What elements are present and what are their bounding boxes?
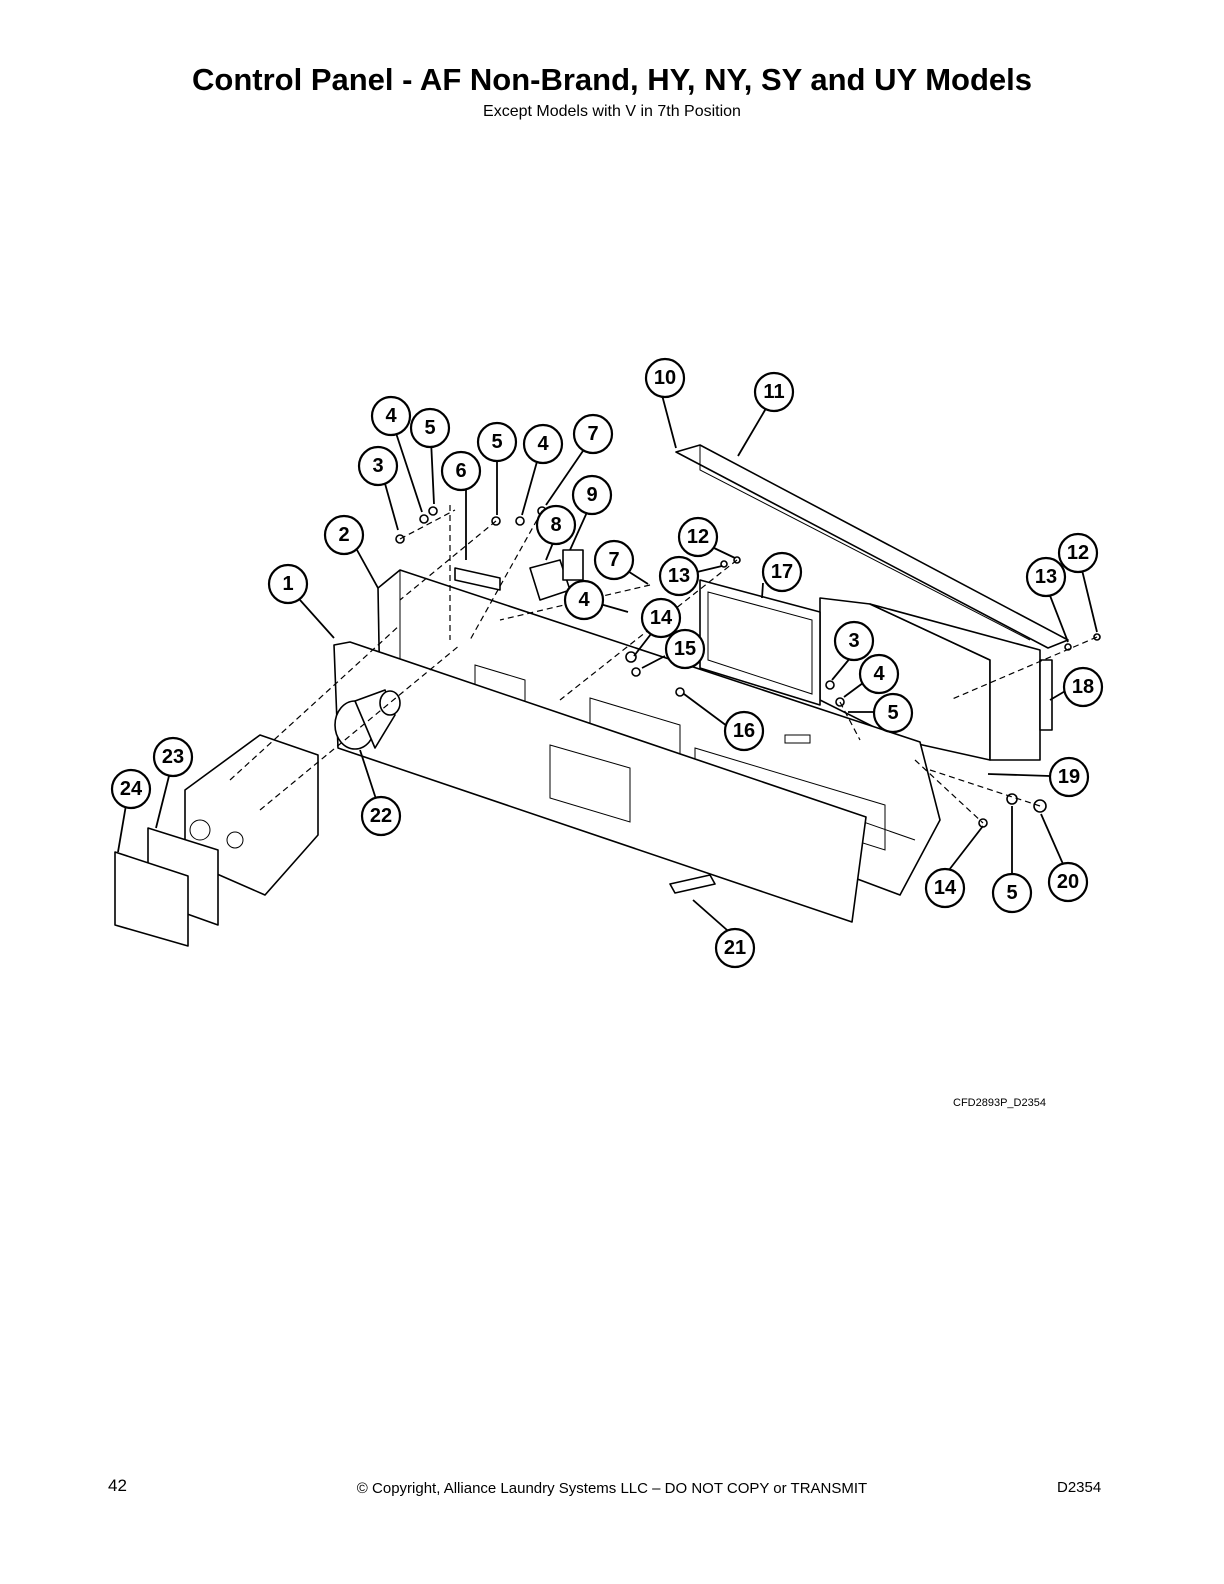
- callout-15: 15: [664, 628, 706, 670]
- svg-text:23: 23: [162, 746, 184, 768]
- svg-text:8: 8: [550, 514, 561, 536]
- callout-12: 12: [677, 516, 719, 558]
- callout-12: 12: [1057, 532, 1099, 574]
- callout-5: 5: [872, 692, 914, 734]
- page-subtitle: Except Models with V in 7th Position: [483, 103, 741, 120]
- svg-text:24: 24: [120, 778, 143, 800]
- svg-text:14: 14: [934, 877, 957, 899]
- callout-22: 22: [360, 795, 402, 837]
- svg-text:1: 1: [282, 573, 293, 595]
- svg-text:7: 7: [608, 549, 619, 571]
- svg-text:14: 14: [650, 607, 673, 629]
- svg-text:9: 9: [586, 484, 597, 506]
- callout-2: 2: [323, 514, 365, 556]
- callout-4: 4: [522, 423, 564, 465]
- callout-24: 24: [110, 768, 152, 810]
- svg-text:4: 4: [385, 405, 397, 427]
- svg-text:4: 4: [578, 589, 590, 611]
- svg-text:7: 7: [587, 423, 598, 445]
- callout-7: 7: [572, 413, 614, 455]
- callout-11: 11: [753, 371, 795, 413]
- callout-19: 19: [1048, 756, 1090, 798]
- svg-text:6: 6: [455, 460, 466, 482]
- svg-text:12: 12: [687, 526, 709, 548]
- callout-5: 5: [991, 872, 1033, 914]
- page-title: Control Panel - AF Non-Brand, HY, NY, SY…: [192, 62, 1032, 97]
- callout-16: 16: [723, 710, 765, 752]
- figure-code: CFD2893P_D2354: [953, 1097, 1046, 1109]
- callout-5: 5: [409, 407, 451, 449]
- svg-text:15: 15: [674, 638, 696, 660]
- callout-10: 10: [644, 357, 686, 399]
- selector-knob: [334, 689, 401, 750]
- document-code: D2354: [1057, 1479, 1102, 1496]
- callout-6: 6: [440, 450, 482, 492]
- callout-3: 3: [357, 445, 399, 487]
- callout-18: 18: [1062, 666, 1104, 708]
- callout-5: 5: [476, 421, 518, 463]
- callout-7: 7: [593, 539, 635, 581]
- svg-text:4: 4: [873, 663, 885, 685]
- callout-3: 3: [833, 620, 875, 662]
- svg-text:10: 10: [654, 367, 676, 389]
- svg-text:22: 22: [370, 805, 392, 827]
- svg-text:13: 13: [1035, 566, 1057, 588]
- svg-text:5: 5: [424, 417, 435, 439]
- callout-4: 4: [370, 395, 412, 437]
- callout-14: 14: [924, 867, 966, 909]
- callout-20: 20: [1047, 861, 1089, 903]
- svg-text:17: 17: [771, 561, 793, 583]
- callout-17: 17: [761, 551, 803, 593]
- callout-1: 1: [267, 563, 309, 605]
- svg-text:18: 18: [1072, 676, 1094, 698]
- svg-text:20: 20: [1057, 871, 1079, 893]
- svg-text:13: 13: [668, 565, 690, 587]
- svg-text:11: 11: [763, 381, 784, 403]
- svg-text:19: 19: [1058, 766, 1080, 788]
- display-module: [699, 579, 821, 706]
- svg-text:16: 16: [733, 720, 755, 742]
- svg-text:5: 5: [1006, 882, 1017, 904]
- copyright-notice: © Copyright, Alliance Laundry Systems LL…: [356, 1480, 868, 1497]
- coin-mechanism: [114, 734, 319, 947]
- svg-text:21: 21: [724, 937, 746, 959]
- callout-21: 21: [714, 927, 756, 969]
- callout-13: 13: [1025, 556, 1067, 598]
- leader-lines: [117, 394, 1098, 931]
- callout-23: 23: [152, 736, 194, 778]
- svg-text:3: 3: [848, 630, 859, 652]
- svg-text:5: 5: [887, 702, 898, 724]
- callout-4: 4: [563, 579, 605, 621]
- svg-text:5: 5: [491, 431, 502, 453]
- svg-text:2: 2: [338, 524, 349, 546]
- svg-text:12: 12: [1067, 542, 1089, 564]
- callout-14: 14: [640, 597, 682, 639]
- callout-8: 8: [535, 504, 577, 546]
- callout-13: 13: [658, 555, 700, 597]
- svg-text:4: 4: [537, 433, 549, 455]
- page-number: 42: [108, 1476, 127, 1495]
- callout-9: 9: [571, 474, 613, 516]
- callout-4: 4: [858, 653, 900, 695]
- svg-text:3: 3: [372, 455, 383, 477]
